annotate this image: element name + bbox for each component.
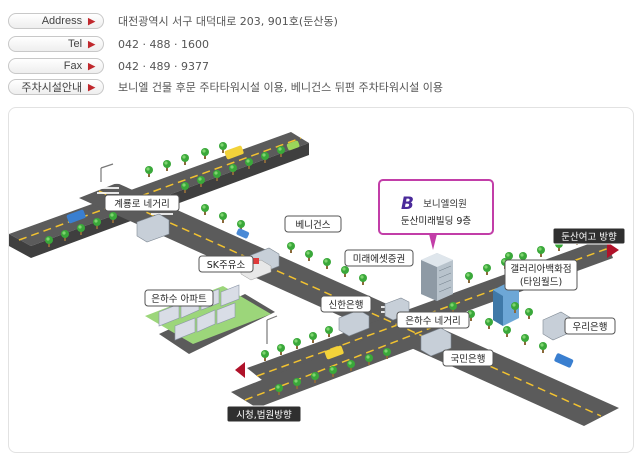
parking-pill: 주차시설안내 ▶ <box>8 79 104 95</box>
label-cityhall-direction-text: 시청,법원방향 <box>236 409 292 421</box>
vehicles <box>66 140 574 368</box>
label-shinhan-text: 신한은행 <box>329 299 364 311</box>
tel-pill: Tel ▶ <box>8 36 104 52</box>
address-row: Address ▶ 대전광역시 서구 대덕대로 203, 901호(둔산동) <box>8 12 338 30</box>
label-mirae: 미래에셋증권 <box>344 249 414 267</box>
label-kookmin-text: 국민은행 <box>451 353 486 365</box>
label-mirae-text: 미래에셋증권 <box>353 253 405 265</box>
street-poles <box>100 163 278 344</box>
address-pill: Address ▶ <box>8 13 104 29</box>
label-bennigans: 베니건스 <box>284 215 342 233</box>
apartment-complex <box>145 284 271 344</box>
label-woori-text: 우리은행 <box>573 321 608 333</box>
label-eunhasu-apt: 은하수 아파트 <box>144 289 214 307</box>
label-sk-text: SK주유소 <box>207 260 246 271</box>
other-buildings <box>136 213 572 357</box>
arrow-right-icon: ▶ <box>88 15 95 26</box>
fax-value: 042 · 489 · 9377 <box>118 59 209 73</box>
label-shinhan: 신한은행 <box>320 295 372 313</box>
label-dunsan-direction-text: 둔산여고 방향 <box>561 231 617 243</box>
arrow-right-icon: ▶ <box>88 60 95 71</box>
tel-label: Tel <box>68 38 83 50</box>
galleria-building <box>493 282 519 326</box>
label-dunsan-direction: 둔산여고 방향 <box>552 227 626 245</box>
label-kookmin: 국민은행 <box>442 349 494 367</box>
direction-arrow-icon <box>235 242 619 378</box>
clinic-logo-icon: B <box>401 194 414 214</box>
label-eunhasu-cross: 은하수 네거리 <box>396 311 470 329</box>
fax-row: Fax ▶ 042 · 489 · 9377 <box>8 57 209 75</box>
parking-value: 보니엘 건물 후문 주타타워시설 이용, 베니건스 뒤편 주차타워시설 이용 <box>118 81 443 94</box>
fax-label: Fax <box>63 60 83 72</box>
tel-row: Tel ▶ 042 · 488 · 1600 <box>8 35 209 53</box>
arrow-right-icon: ▶ <box>88 38 95 49</box>
fax-pill: Fax ▶ <box>8 58 104 74</box>
clinic-name: 보니엘의원 <box>423 199 467 210</box>
label-galleria-text: 갤러리아백화점 <box>510 263 571 275</box>
label-gyeryong-text: 계룡로 네거리 <box>114 198 169 210</box>
map-labels: 계룡로 네거리 베니건스 SK주유소 미래에셋증권 갤러리아백화점 (타임월드)… <box>104 194 626 423</box>
parking-row: 주차시설안내 ▶ 보니엘 건물 후문 주타타워시설 이용, 베니건스 뒤편 주차타… <box>8 78 443 96</box>
label-timeworld-text: (타임월드) <box>520 276 562 288</box>
clinic-callout: B 보니엘의원 둔산미래빌딩 9층 <box>378 179 494 250</box>
label-gyeryong: 계룡로 네거리 <box>104 194 180 212</box>
label-eunhasu-apt-text: 은하수 아파트 <box>151 293 207 305</box>
label-cityhall-direction: 시청,법원방향 <box>226 405 302 423</box>
label-woori: 우리은행 <box>564 317 616 335</box>
clinic-address: 둔산미래빌딩 9층 <box>401 216 472 227</box>
tel-value: 042 · 488 · 1600 <box>118 37 209 51</box>
address-label: Address <box>41 15 83 27</box>
label-sk: SK주유소 <box>198 255 254 273</box>
clinic-building <box>421 253 453 301</box>
location-map: 계룡로 네거리 베니건스 SK주유소 미래에셋증권 갤러리아백화점 (타임월드)… <box>8 107 634 453</box>
label-eunhasu-cross-text: 은하수 네거리 <box>405 315 460 327</box>
arrow-right-icon: ▶ <box>88 81 95 92</box>
label-galleria: 갤러리아백화점 (타임월드) <box>504 259 578 291</box>
address-value: 대전광역시 서구 대덕대로 203, 901호(둔산동) <box>118 15 338 28</box>
label-bennigans-text: 베니건스 <box>296 220 331 231</box>
parking-label: 주차시설안내 <box>21 82 83 94</box>
map-illustration: 계룡로 네거리 베니건스 SK주유소 미래에셋증권 갤러리아백화점 (타임월드)… <box>9 132 626 426</box>
